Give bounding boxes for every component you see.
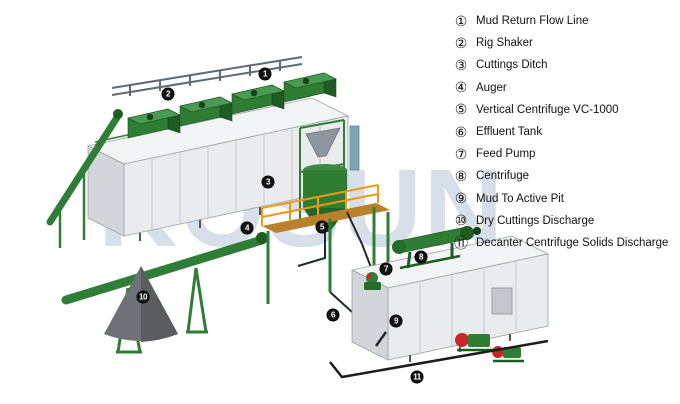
legend: ① Mud Return Flow Line ② Rig Shaker ③ Cu…	[453, 10, 679, 254]
legend-item-label: Dry Cuttings Discharge	[476, 214, 595, 227]
legend-item: ⑦ Feed Pump	[453, 143, 679, 165]
legend-item-number: ⑩	[454, 212, 468, 229]
diagram-marker-2: 2	[161, 87, 175, 101]
legend-item: ⑪ Decanter Centrifuge Solids Discharge	[453, 232, 679, 254]
rig-shakers	[127, 72, 337, 139]
legend-item-number: ⑨	[454, 190, 468, 207]
legend-item-number: ②	[454, 34, 468, 51]
feed-pipe	[349, 125, 360, 171]
legend-item-label: Vertical Centrifuge VC-1000	[476, 103, 619, 116]
diagram-marker-3: 3	[261, 175, 275, 189]
legend-item-label: Mud Return Flow Line	[476, 15, 589, 28]
legend-item-label: Centrifuge	[476, 170, 530, 183]
legend-item-label: Decanter Centrifuge Solids Discharge	[476, 236, 669, 249]
diagram-marker-4: 4	[240, 221, 254, 235]
legend-item: ⑥ Effluent Tank	[453, 121, 679, 143]
work-platform	[261, 184, 390, 304]
diagram-marker-9: 9	[389, 314, 403, 328]
legend-item-number: ④	[454, 79, 468, 96]
legend-item-label: Cuttings Ditch	[476, 59, 548, 72]
legend-item: ② Rig Shaker	[453, 32, 679, 54]
dry-cuttings-pile	[104, 266, 178, 342]
legend-item-number: ⑧	[454, 167, 468, 184]
legend-item: ⑩ Dry Cuttings Discharge	[453, 210, 679, 232]
feed-pump	[364, 272, 381, 290]
cuttings-discharge-conveyor	[61, 232, 268, 354]
legend-item: ⑨ Mud To Active Pit	[453, 188, 679, 210]
decanter-centrifuge	[392, 226, 481, 270]
control-cabinet	[491, 287, 513, 315]
legend-item: ⑧ Centrifuge	[453, 165, 679, 187]
diagram-marker-6: 6	[326, 308, 340, 322]
diagram-marker-10: 10	[136, 290, 150, 304]
legend-item: ④ Auger	[453, 77, 679, 99]
auger-screw-conveyor	[46, 109, 123, 248]
legend-item: ③ Cuttings Ditch	[453, 54, 679, 76]
legend-item-label: Effluent Tank	[476, 126, 543, 139]
mud-return-flow-line	[111, 56, 303, 96]
effluent-tank	[350, 235, 550, 362]
legend-item-number: ①	[454, 12, 468, 29]
diagram-marker-8: 8	[414, 250, 428, 264]
legend-item-label: Feed Pump	[476, 148, 536, 161]
diagram-marker-7: 7	[379, 262, 393, 276]
solids-discharge-line	[329, 339, 549, 379]
legend-item-number: ⑦	[454, 145, 468, 162]
mud-to-active-pit-pipe	[374, 331, 388, 347]
legend-item-number: ③	[454, 56, 468, 73]
legend-item-label: Rig Shaker	[476, 37, 533, 50]
pipes	[297, 211, 373, 313]
diagram-marker-5: 5	[315, 220, 329, 234]
legend-item: ① Mud Return Flow Line	[453, 10, 679, 32]
diagram-marker-1: 1	[258, 67, 272, 81]
legend-item-number: ⑤	[454, 101, 468, 118]
legend-item: ⑤ Vertical Centrifuge VC-1000	[453, 99, 679, 121]
legend-item-number: ⑥	[454, 123, 468, 140]
legend-item-label: Auger	[476, 81, 507, 94]
legend-item-label: Mud To Active Pit	[476, 192, 564, 205]
legend-item-number: ⑪	[454, 234, 468, 251]
diagram-marker-11: 11	[410, 370, 424, 384]
